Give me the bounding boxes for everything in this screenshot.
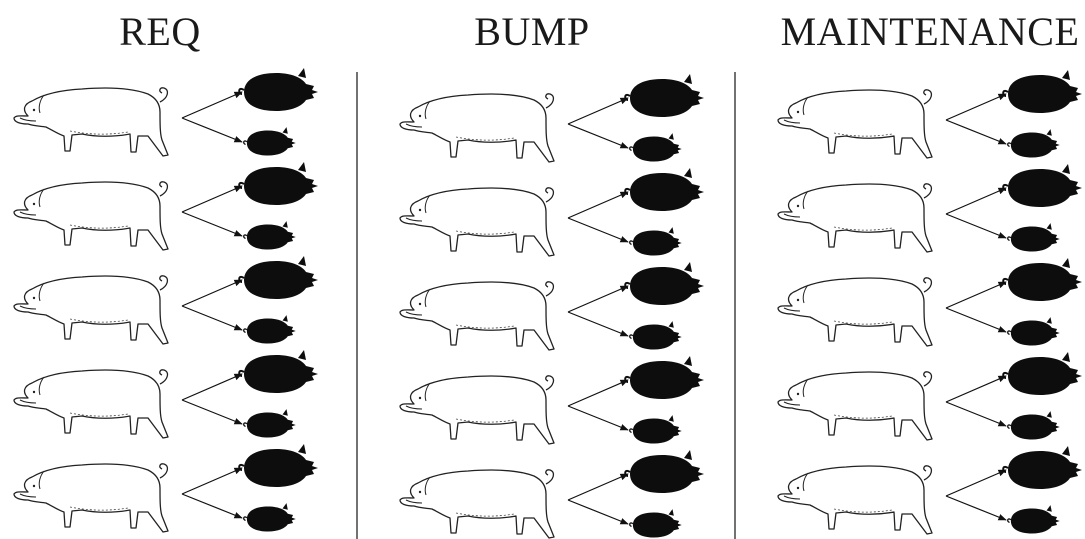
diagram-row xyxy=(400,450,704,538)
diagram-row xyxy=(14,162,318,250)
large-piglet-silhouette-icon xyxy=(625,262,704,305)
arrow xyxy=(946,470,1006,496)
sow-outline-icon xyxy=(778,90,932,158)
diagram-row xyxy=(778,352,1082,440)
arrow xyxy=(946,496,1006,520)
small-piglet-silhouette-icon xyxy=(630,133,682,161)
diagram-row xyxy=(778,164,1082,252)
arrow xyxy=(568,286,628,312)
arrow xyxy=(182,400,242,424)
arrow xyxy=(568,124,628,148)
sow-outline-icon xyxy=(400,94,554,162)
large-piglet-silhouette-icon xyxy=(239,68,318,111)
sow-outline-icon xyxy=(14,370,168,438)
diagram-row xyxy=(400,74,704,162)
diagram-row xyxy=(400,262,704,350)
small-piglet-silhouette-icon xyxy=(1008,411,1060,439)
diagram-row xyxy=(400,356,704,444)
arrow xyxy=(568,380,628,406)
small-piglet-silhouette-icon xyxy=(1008,317,1060,345)
arrow xyxy=(182,212,242,236)
sow-outline-icon xyxy=(400,282,554,350)
small-piglet-silhouette-icon xyxy=(1008,129,1060,157)
diagram-row xyxy=(14,256,318,344)
arrow xyxy=(568,312,628,336)
small-piglet-silhouette-icon xyxy=(244,127,296,155)
arrow xyxy=(182,374,242,400)
sow-outline-icon xyxy=(778,466,932,534)
arrow xyxy=(946,188,1006,214)
arrow xyxy=(568,406,628,430)
large-piglet-silhouette-icon xyxy=(239,162,318,205)
large-piglet-silhouette-icon xyxy=(239,350,318,393)
large-piglet-silhouette-icon xyxy=(1003,164,1082,207)
arrow xyxy=(182,186,242,212)
arrow xyxy=(182,92,242,118)
arrow xyxy=(182,280,242,306)
large-piglet-silhouette-icon xyxy=(1003,352,1082,395)
large-piglet-silhouette-icon xyxy=(239,444,318,487)
arrow xyxy=(568,192,628,218)
sow-outline-icon xyxy=(14,88,168,156)
diagram-row xyxy=(14,68,318,156)
arrow xyxy=(946,214,1006,238)
arrow xyxy=(946,376,1006,402)
large-piglet-silhouette-icon xyxy=(1003,258,1082,301)
sow-outline-icon xyxy=(14,182,168,250)
large-piglet-silhouette-icon xyxy=(239,256,318,299)
arrow xyxy=(946,282,1006,308)
sow-outline-icon xyxy=(400,188,554,256)
arrow xyxy=(182,118,242,142)
arrow xyxy=(568,474,628,500)
sow-outline-icon xyxy=(778,184,932,252)
sow-outline-icon xyxy=(14,276,168,344)
arrow xyxy=(182,468,242,494)
large-piglet-silhouette-icon xyxy=(625,450,704,493)
sow-outline-icon xyxy=(400,376,554,444)
diagram-row xyxy=(14,444,318,532)
sow-outline-icon xyxy=(778,278,932,346)
small-piglet-silhouette-icon xyxy=(244,503,296,531)
small-piglet-silhouette-icon xyxy=(244,221,296,249)
arrow xyxy=(182,306,242,330)
small-piglet-silhouette-icon xyxy=(244,409,296,437)
arrow xyxy=(568,98,628,124)
small-piglet-silhouette-icon xyxy=(1008,223,1060,251)
large-piglet-silhouette-icon xyxy=(625,74,704,117)
large-piglet-silhouette-icon xyxy=(1003,70,1082,113)
sow-outline-icon xyxy=(778,372,932,440)
small-piglet-silhouette-icon xyxy=(244,315,296,343)
diagram-row xyxy=(778,446,1082,534)
large-piglet-silhouette-icon xyxy=(625,356,704,399)
arrow xyxy=(946,402,1006,426)
large-piglet-silhouette-icon xyxy=(1003,446,1082,489)
small-piglet-silhouette-icon xyxy=(630,415,682,443)
sow-outline-icon xyxy=(14,464,168,532)
sow-outline-icon xyxy=(400,470,554,538)
diagram-row xyxy=(778,70,1082,158)
diagram-row xyxy=(400,168,704,256)
arrow xyxy=(568,500,628,524)
large-piglet-silhouette-icon xyxy=(625,168,704,211)
diagram-row xyxy=(14,350,318,438)
small-piglet-silhouette-icon xyxy=(630,321,682,349)
arrow xyxy=(182,494,242,518)
diagram-row xyxy=(778,258,1082,346)
arrow xyxy=(568,218,628,242)
small-piglet-silhouette-icon xyxy=(630,227,682,255)
small-piglet-silhouette-icon xyxy=(1008,505,1060,533)
arrow xyxy=(946,308,1006,332)
arrow xyxy=(946,94,1006,120)
small-piglet-silhouette-icon xyxy=(630,509,682,537)
arrow xyxy=(946,120,1006,144)
